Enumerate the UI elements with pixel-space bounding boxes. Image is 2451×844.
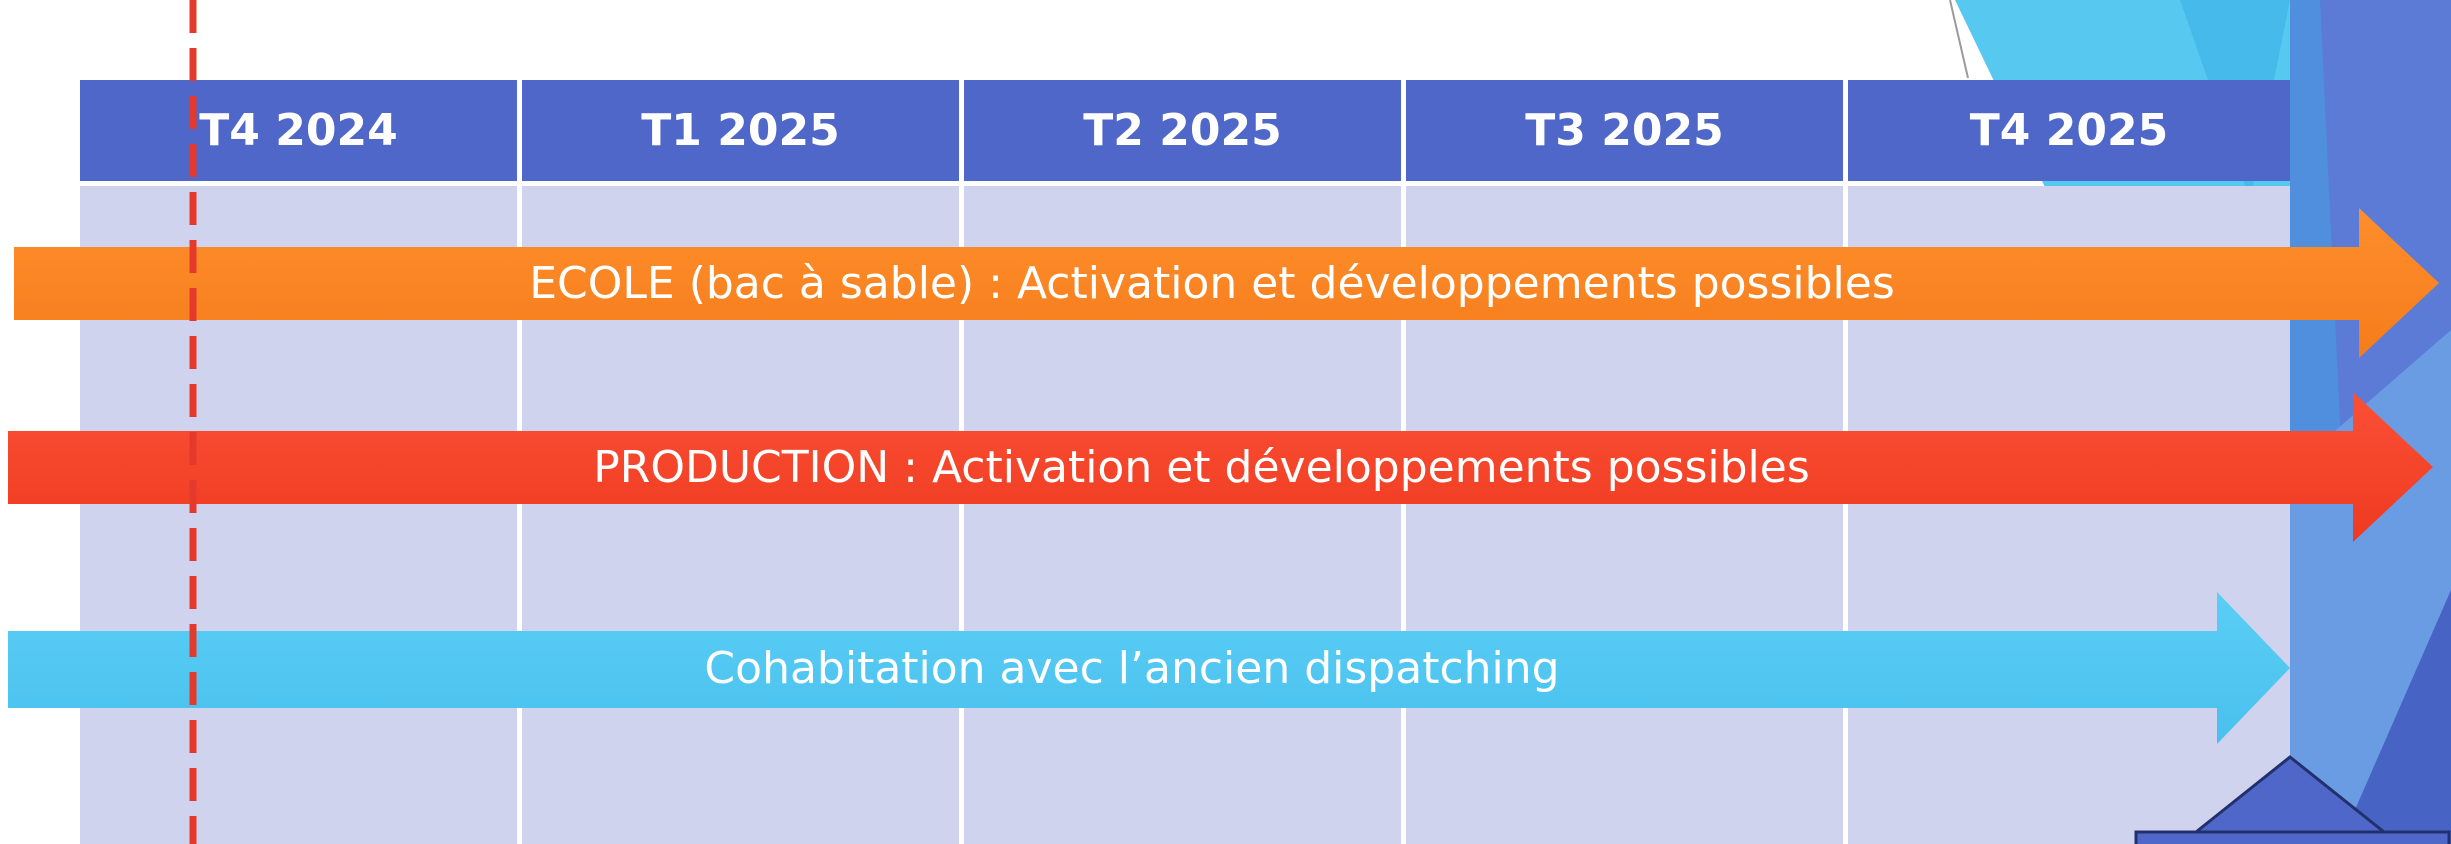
- quarter-header-t1-2025: T1 2025: [522, 80, 959, 181]
- ecole-arrow-shape: [14, 208, 2439, 358]
- quarter-header-t4-2024: T4 2024: [80, 80, 517, 181]
- production-arrow-label: PRODUCTION : Activation et développement…: [593, 441, 1810, 493]
- ecole-arrow: ECOLE (bac à sable) : Activation et déve…: [14, 208, 2439, 358]
- production-arrow: PRODUCTION : Activation et développement…: [8, 392, 2433, 542]
- ecole-arrow-label: ECOLE (bac à sable) : Activation et déve…: [529, 257, 1895, 309]
- quarter-header-t2-2025: T2 2025: [964, 80, 1401, 181]
- cohabitation-arrow: Cohabitation avec l’ancien dispatching: [8, 592, 2290, 744]
- production-arrow-shape: [8, 392, 2433, 542]
- cohabitation-arrow-label: Cohabitation avec l’ancien dispatching: [704, 642, 1560, 694]
- today-marker-line: [189, 0, 197, 844]
- quarter-header-t3-2025: T3 2025: [1406, 80, 1843, 181]
- quarter-header-t4-2025: T4 2025: [1848, 80, 2290, 181]
- cohabitation-arrow-shape: [8, 592, 2290, 744]
- milestone-marker-shape: [2134, 755, 2451, 844]
